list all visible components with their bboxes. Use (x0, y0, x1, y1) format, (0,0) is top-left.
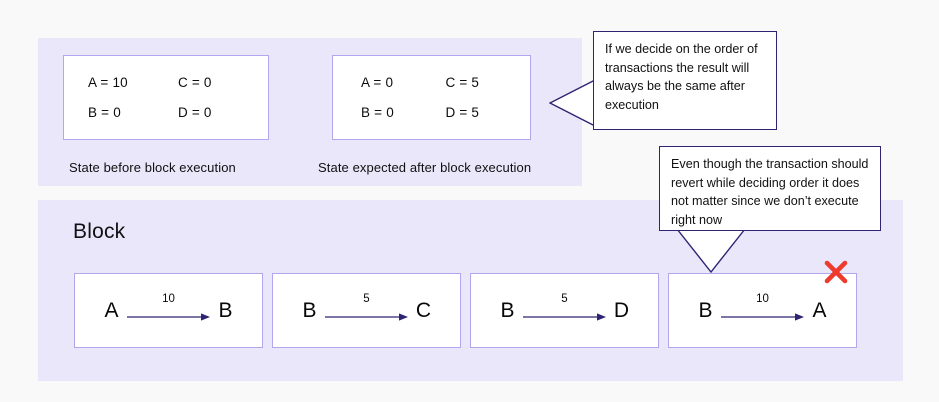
state-box-after: A = 0 C = 5 B = 0 D = 5 (332, 55, 531, 140)
transaction-receiver: C (415, 299, 432, 322)
transaction-receiver: A (812, 299, 827, 322)
transaction-sender: B (302, 299, 317, 322)
transaction-box: B 10 A (668, 273, 857, 348)
transfer-arrow-icon: 5 (522, 292, 607, 326)
transaction-flow: A 10 B (75, 274, 262, 347)
callout-revert-tail (676, 228, 746, 278)
callout-order-text: If we decide on the order of transaction… (605, 42, 758, 112)
transfer-arrow-icon: 10 (720, 292, 805, 326)
transaction-box: B 5 D (470, 273, 659, 348)
transaction-amount: 10 (162, 292, 175, 305)
callout-revert: Even though the transaction should rever… (659, 146, 881, 231)
state-entry: B = 0 (361, 104, 394, 120)
state-entries-after: A = 0 C = 5 B = 0 D = 5 (333, 56, 530, 139)
transaction-amount: 10 (756, 292, 769, 305)
transaction-sender: B (698, 299, 713, 322)
callout-order: If we decide on the order of transaction… (593, 31, 777, 130)
state-entry: A = 10 (88, 75, 128, 90)
state-box-before: A = 10 C = 0 B = 0 D = 0 (63, 55, 269, 140)
transfer-arrow-icon: 10 (126, 292, 211, 326)
state-entry: B = 0 (88, 104, 121, 120)
transaction-flow: B 5 C (273, 274, 460, 347)
transaction-amount: 5 (363, 292, 370, 305)
state-entry: A = 0 (361, 75, 394, 90)
callout-order-tail (548, 79, 601, 129)
block-title: Block (73, 220, 126, 243)
state-caption-after: State expected after block execution (318, 160, 532, 175)
transaction-receiver: D (613, 299, 630, 322)
transaction-flow: B 10 A (669, 274, 856, 347)
transaction-receiver: B (218, 299, 233, 322)
state-caption-before: State before block execution (69, 160, 236, 175)
state-entry: D = 0 (178, 104, 212, 120)
state-entry: C = 5 (445, 75, 480, 90)
transaction-sender: A (104, 299, 119, 322)
transaction-box: A 10 B (74, 273, 263, 348)
transaction-amount: 5 (561, 292, 568, 305)
state-entry: D = 5 (445, 104, 480, 120)
state-entries-before: A = 10 C = 0 B = 0 D = 0 (64, 56, 268, 139)
transfer-arrow-icon: 5 (324, 292, 409, 326)
transaction-box: B 5 C (272, 273, 461, 348)
state-entry: C = 0 (178, 75, 212, 90)
revert-x-icon (822, 258, 850, 286)
transaction-flow: B 5 D (471, 274, 658, 347)
transaction-sender: B (500, 299, 515, 322)
callout-revert-text: Even though the transaction should rever… (671, 157, 869, 227)
